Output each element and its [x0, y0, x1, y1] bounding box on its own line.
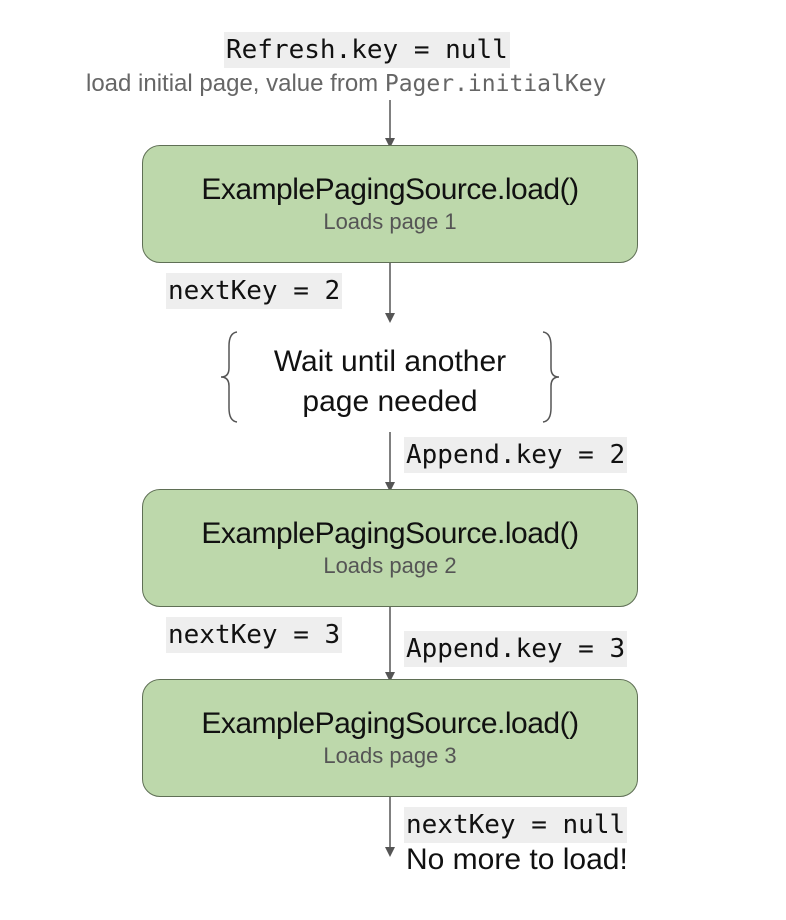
right-brace [542, 331, 560, 423]
append-key-2-label: Append.key = 2 [404, 437, 628, 473]
load-page-3-title: ExamplePagingSource.load() [201, 707, 579, 741]
initial-key-code: Pager.initialKey [384, 71, 607, 97]
refresh-key-label: Refresh.key = null [224, 32, 510, 68]
next-key-3-label: nextKey = 3 [166, 617, 343, 653]
load-page-1-box: ExamplePagingSource.load() Loads page 1 [142, 145, 638, 263]
left-brace [220, 331, 238, 423]
next-key-null-label: nextKey = null [404, 807, 628, 843]
load-page-3-subtitle: Loads page 3 [323, 743, 457, 769]
load-page-3-box: ExamplePagingSource.load() Loads page 3 [142, 679, 638, 797]
load-page-2-subtitle: Loads page 2 [323, 553, 457, 579]
wait-note: Wait until another page needed [240, 342, 540, 422]
append-key-3-label: Append.key = 3 [404, 631, 628, 667]
next-key-2-label: nextKey = 2 [166, 273, 343, 309]
wait-note-line-2: page needed [302, 385, 478, 418]
load-page-2-box: ExamplePagingSource.load() Loads page 2 [142, 489, 638, 607]
load-page-1-title: ExamplePagingSource.load() [201, 173, 579, 207]
load-page-2-title: ExamplePagingSource.load() [201, 517, 579, 551]
wait-note-line-1: Wait until another [273, 345, 507, 378]
no-more-to-load-text: No more to load! [406, 843, 628, 876]
initial-load-caption: load initial page, value from Pager.init… [86, 70, 606, 98]
load-page-1-subtitle: Loads page 1 [323, 209, 457, 235]
initial-load-caption-text: load initial page, value from [86, 70, 385, 97]
